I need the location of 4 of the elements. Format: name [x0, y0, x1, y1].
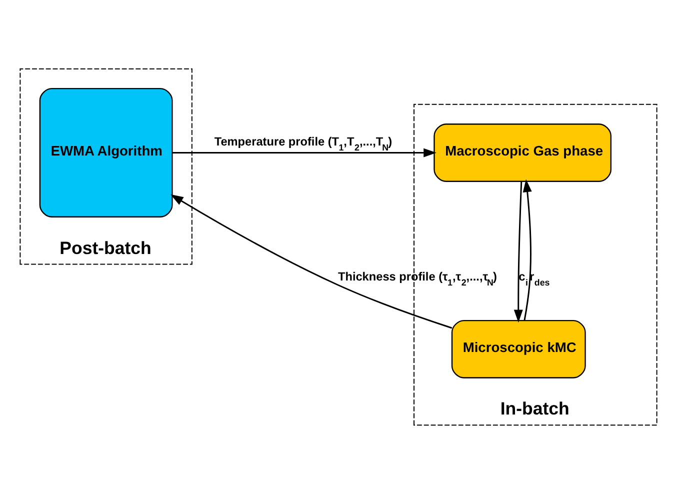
edge-label: Temperature profile (T$_{1}$,T$_{2}$,...,T$_{N}$)	[214, 134, 392, 152]
edge-label: r$_{des}$	[529, 270, 550, 288]
edge-label: Thickness profile (τ$_{1}$,τ$_{2}$,...,τ$_{N}$)	[338, 270, 497, 288]
edge-label: c$_{i}$	[518, 270, 528, 288]
